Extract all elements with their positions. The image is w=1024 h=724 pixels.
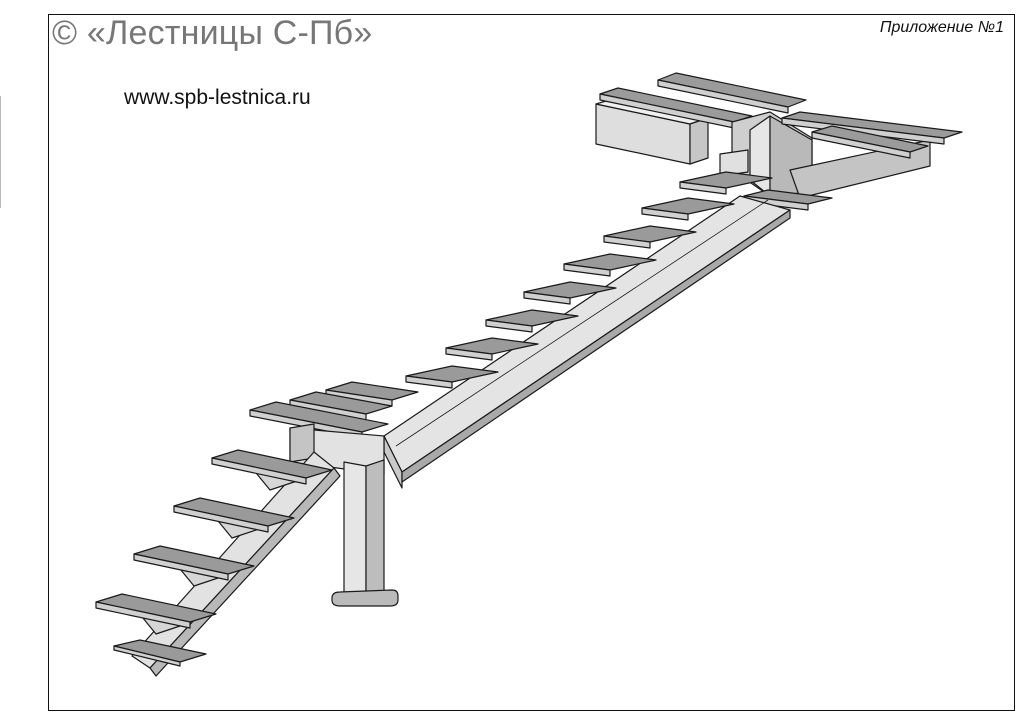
- landing-channel-end: [689, 117, 709, 165]
- lower-stringer-side: [149, 467, 341, 677]
- post-side: [365, 459, 385, 601]
- tread-edge: [485, 319, 533, 333]
- company-title: © «Лестницы С-Пб»: [52, 14, 373, 52]
- tread-edge: [641, 207, 689, 221]
- landing-slab-edge: [781, 117, 945, 145]
- sheet-frame: [48, 14, 1015, 711]
- landing-slab-edge: [811, 131, 911, 159]
- tread-edge: [133, 553, 229, 581]
- stringer-top-face: [383, 195, 791, 473]
- landing-post: [719, 149, 749, 177]
- tread-edge: [95, 601, 191, 629]
- appendix-label: Приложение №1: [879, 19, 1004, 36]
- upper-flight-treads: [405, 171, 773, 389]
- tread-edge: [445, 347, 493, 361]
- upper-landing: [595, 72, 963, 211]
- stringer-underside: [401, 209, 791, 483]
- tread-edge: [523, 291, 571, 305]
- website-link[interactable]: www.spb-lestnica.ru: [124, 86, 311, 109]
- main-stringer: [383, 195, 791, 489]
- tread-edge: [173, 505, 269, 533]
- tread-edge: [405, 375, 453, 389]
- support-post: [331, 459, 399, 607]
- tread-edge: [603, 235, 651, 249]
- margin-line: [0, 96, 1, 208]
- lower-flight-treads: [95, 449, 333, 667]
- tread-edge: [679, 181, 727, 195]
- tread-edge: [563, 263, 611, 277]
- floor-plate-edge: [113, 645, 181, 667]
- landing-slab-edge: [657, 79, 789, 114]
- post-front: [343, 461, 367, 601]
- post-base-plate: [331, 589, 399, 607]
- tread-edge: [211, 457, 307, 485]
